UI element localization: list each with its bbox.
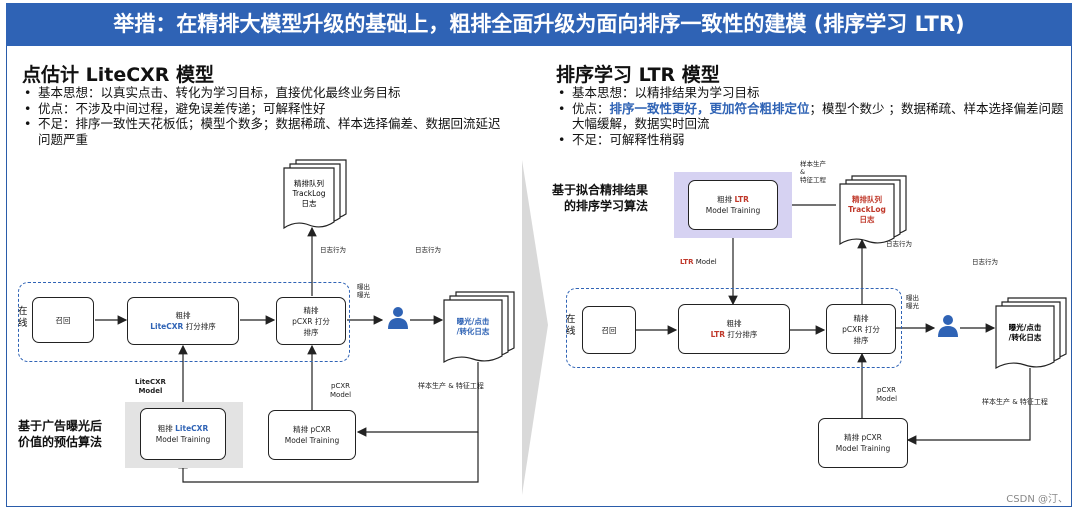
right-title: 排序学习 LTR 模型 bbox=[556, 64, 720, 86]
sample-label-right: 样本生产 & 特征工程 bbox=[982, 398, 1048, 406]
fine-train-line1-left: 精排 pCXR bbox=[293, 425, 331, 434]
algo-label-left: 基于广告曝光后 价值的预估算法 bbox=[18, 419, 103, 449]
online-region-left bbox=[18, 282, 350, 362]
log-doc-label-right: 曝光/点击 /转化日志 bbox=[1008, 323, 1042, 342]
track-doc-label-right: 精排队列 TrackLog 日志 bbox=[848, 195, 886, 224]
track-doc-label-left: 精排队列 TrackLog 日志 bbox=[292, 179, 326, 208]
fine-line2-right: pCXR 打分 bbox=[842, 324, 880, 334]
rough-sub-right: LTR 打分排序 bbox=[711, 329, 758, 340]
pcxr-model-label-right: pCXR Model bbox=[876, 386, 898, 403]
fine-train-line2-left: Model Training bbox=[284, 436, 340, 445]
litecxr-model-label: LiteCXR Model bbox=[135, 378, 166, 395]
online-region-right bbox=[566, 288, 902, 368]
log-doc-stack-left bbox=[443, 291, 515, 364]
slide-banner: 举措：在精排大模型升级的基础上，粗排全面升级为面向排序一致性的建模 (排序学习 … bbox=[6, 3, 1072, 46]
pcxr-training-node-right: 精排 pCXR Model Training bbox=[818, 418, 908, 468]
section-divider-arrow bbox=[522, 160, 548, 495]
log-behavior-label-right-1: 日志行为 bbox=[886, 240, 912, 248]
ltr-model-label: LTR Model bbox=[680, 258, 717, 267]
litecxr-training-node: 粗排 LiteCXR Model Training bbox=[140, 408, 226, 460]
pcxr-model-label-left: pCXR Model bbox=[330, 382, 352, 399]
log-doc-stack-right bbox=[995, 297, 1067, 370]
log-behavior-label-left-1: 日志行为 bbox=[320, 246, 346, 254]
log-behavior-label-left-2: 日志行为 bbox=[415, 246, 441, 254]
fine-line3-right: 排序 bbox=[853, 335, 869, 345]
recall-label-right: 召回 bbox=[601, 325, 617, 335]
user-icon-right bbox=[938, 315, 958, 337]
edge-log-to-litetrain-left bbox=[178, 432, 479, 483]
algo-label-right: 基于拟合精排结果 的排序学习算法 bbox=[552, 183, 649, 213]
fine-train-line2-right: Model Training bbox=[835, 444, 891, 453]
online-label-left: 在线 bbox=[18, 306, 28, 329]
recall-node-right: 召回 bbox=[582, 306, 636, 354]
right-pros-highlight: 排序一致性更好，更加符合粗排定位 bbox=[609, 100, 810, 116]
right-bullet-cons: 不足：可解释性稍弱 bbox=[556, 132, 1070, 148]
ltr-train-line1: 粗排 LTR bbox=[717, 194, 749, 205]
track-doc-stack-right bbox=[839, 175, 907, 246]
ltr-train-red: LTR bbox=[734, 195, 749, 204]
recall-node-left: 召回 bbox=[32, 297, 94, 343]
rough-label-left: 粗排 bbox=[175, 311, 191, 320]
fine-line1-left: 精排 bbox=[303, 305, 319, 315]
right-bullets: 基本思想：以精排结果为学习目标 优点：排序一致性更好，更加符合粗排定位；模型个数… bbox=[556, 85, 1070, 147]
ltr-model-rest: Model bbox=[693, 258, 717, 266]
rough-sub-rest-right: 打分排序 bbox=[725, 330, 758, 339]
edge-log-to-finetrain-right bbox=[906, 368, 1031, 445]
fine-train-line1-right: 精排 pCXR bbox=[844, 433, 882, 442]
online-label-right: 在线 bbox=[566, 314, 576, 337]
log-doc-label-left: 曝光/点击 /转化日志 bbox=[456, 317, 490, 336]
left-title: 点估计 LiteCXR 模型 bbox=[22, 64, 215, 86]
log-behavior-label-right-2: 日志行为 bbox=[972, 258, 998, 266]
exposure-label-right: 曝出 曝光 bbox=[906, 294, 919, 310]
left-bullet-idea: 基本思想：以真实点击、转化为学习目标，直接优化最终业务目标 bbox=[22, 85, 512, 101]
fine-line1-right: 精排 bbox=[853, 313, 869, 323]
ltr-train-line2: Model Training bbox=[705, 206, 761, 215]
lite-train-line1: 粗排 LiteCXR bbox=[158, 423, 208, 434]
rough-rank-node-left: 粗排 LiteCXR 打分排序 bbox=[127, 297, 239, 345]
rough-sub-left: LiteCXR 打分排序 bbox=[150, 321, 215, 332]
exposure-label-left: 曝出 曝光 bbox=[357, 283, 370, 299]
ltr-model-red: LTR bbox=[680, 258, 694, 266]
sample-label-left: 样本生产 & 特征工程 bbox=[418, 382, 484, 390]
track-doc-stack-left bbox=[283, 159, 347, 230]
rough-label-right: 粗排 bbox=[726, 319, 742, 328]
sample-top-label-right: 样本生产 & 特征工程 bbox=[800, 160, 826, 184]
user-icon-left bbox=[388, 307, 408, 329]
fine-line3-left: 排序 bbox=[303, 327, 319, 337]
watermark: CSDN @汀、 bbox=[1006, 494, 1068, 505]
lite-train-prefix: 粗排 bbox=[157, 424, 176, 433]
left-bullet-pros: 优点：不涉及中间过程，避免误差传递；可解释性好 bbox=[22, 101, 512, 117]
fine-rank-node-right: 精排 pCXR 打分 排序 bbox=[826, 304, 896, 354]
left-bullet-cons: 不足：排序一致性天花板低；模型个数多；数据稀疏、样本选择偏差、数据回流延迟问题严… bbox=[22, 116, 512, 147]
lite-train-blue: LiteCXR bbox=[175, 424, 209, 433]
recall-label-left: 召回 bbox=[55, 315, 71, 325]
right-pros-prefix: 优点： bbox=[572, 100, 610, 116]
ltr-train-prefix: 粗排 bbox=[717, 195, 735, 204]
right-bullet-pros: 优点：排序一致性更好，更加符合粗排定位；模型个数少 ；数据稀疏、样本选择偏差问题… bbox=[556, 101, 1070, 132]
right-bullet-idea: 基本思想：以精排结果为学习目标 bbox=[556, 85, 1070, 101]
right-pros-rest: ；模型个数少 ；数据稀疏、样本选择偏差问题大幅缓解，数据实时回流 bbox=[572, 100, 1064, 132]
lite-train-line2: Model Training bbox=[155, 435, 211, 444]
ltr-term: LTR bbox=[710, 330, 726, 339]
left-bullets: 基本思想：以真实点击、转化为学习目标，直接优化最终业务目标 优点：不涉及中间过程… bbox=[22, 85, 512, 147]
rough-sub-rest-left: 打分排序 bbox=[183, 322, 216, 331]
fine-line2-left: pCXR 打分 bbox=[292, 316, 330, 326]
rough-rank-node-right: 粗排 LTR 打分排序 bbox=[678, 304, 790, 354]
ltr-training-node: 粗排 LTR Model Training bbox=[688, 180, 778, 230]
pcxr-training-node-left: 精排 pCXR Model Training bbox=[268, 410, 356, 460]
litecxr-term: LiteCXR bbox=[150, 322, 184, 331]
fine-rank-node-left: 精排 pCXR 打分 排序 bbox=[276, 297, 346, 345]
edge-log-to-finetrain-left bbox=[356, 362, 479, 437]
